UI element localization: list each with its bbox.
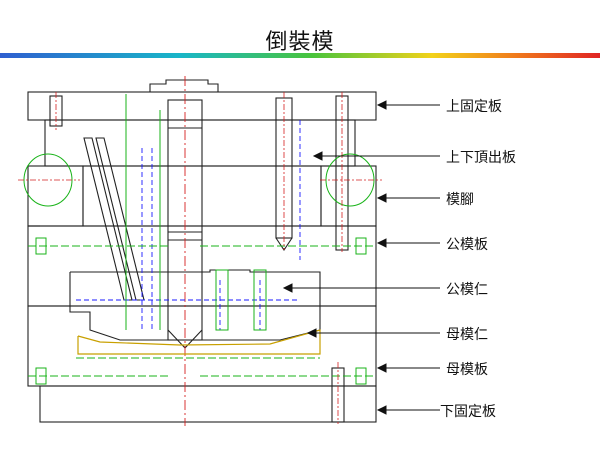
bottom-clamp-plate: [39, 385, 377, 423]
page-title: 倒裝模: [265, 30, 335, 55]
cooling-lines: [23, 94, 376, 385]
ejector-retainer-plate: [44, 119, 356, 167]
label-top-clamp-plate: 上固定板: [446, 99, 502, 115]
bolt-centerlines: [18, 92, 382, 424]
cavity-insert: [77, 329, 321, 355]
label-core-insert: 公模仁: [446, 282, 488, 298]
label-bottom-clamp-plate: 下固定板: [440, 404, 496, 420]
hidden-lines: [76, 120, 301, 330]
label-ejector-plates: 上下頂出板: [446, 150, 516, 166]
spacer-block-left: [27, 165, 84, 227]
core-insert: [69, 269, 321, 341]
title-gradient-rule: [0, 53, 600, 58]
leader-arrows: [282, 100, 440, 415]
label-core-plate: 公模板: [446, 237, 488, 253]
label-cavity-insert: 母模仁: [446, 327, 488, 343]
label-cavity-plate: 母模板: [446, 362, 488, 378]
label-spacer-block: 模腳: [446, 192, 474, 208]
return-pins: [49, 95, 349, 423]
lifter: [83, 137, 145, 301]
